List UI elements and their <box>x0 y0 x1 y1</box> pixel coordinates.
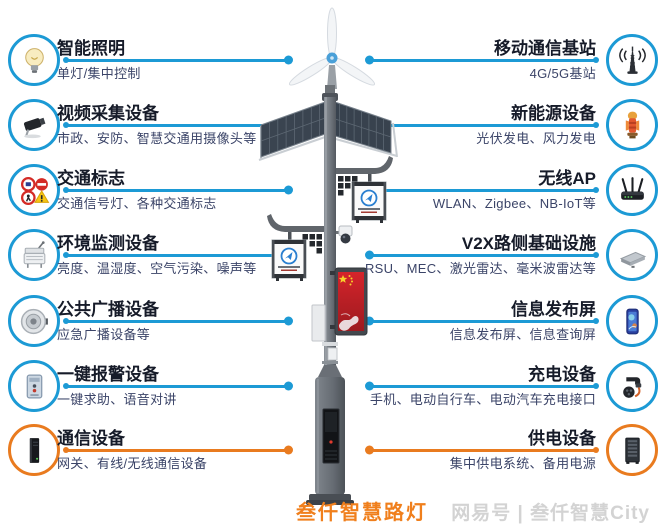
cctv-camera-icon <box>23 117 45 138</box>
side-equipment-box <box>311 304 326 342</box>
v2x-infrastructure-badge <box>606 229 658 281</box>
connector-line <box>64 188 290 192</box>
new-energy-icon <box>625 111 639 138</box>
feature-desc: 手机、电动自行车、电动汽车充电接口 <box>369 392 596 407</box>
dome-camera <box>336 225 353 244</box>
connector-line <box>64 58 290 62</box>
wind-turbine <box>288 7 376 101</box>
feature-desc: 集中供电系统、备用电源 <box>449 456 596 471</box>
new-energy-badge <box>606 99 658 151</box>
feature-title: 公共广播设备 <box>57 300 159 319</box>
feature-desc: 网关、有线/无线通信设备 <box>57 456 208 471</box>
feature-info-screen: 信息发布屏 信息发布屏、信息查询屏 <box>366 291 660 351</box>
feature-public-broadcast: 公共广播设备 应急广播设备等 <box>8 291 294 351</box>
feature-title: 交通标志 <box>57 169 125 188</box>
video-capture-badge <box>8 99 60 151</box>
feature-title: 通信设备 <box>57 429 125 448</box>
communication-badge <box>8 424 60 476</box>
traffic-signs-icon <box>20 176 49 205</box>
gateway-icon <box>29 437 39 463</box>
feature-title: 新能源设备 <box>511 104 596 123</box>
base-cabinet <box>306 365 354 505</box>
feature-desc: 应急广播设备等 <box>57 327 151 342</box>
connector-line <box>368 253 598 257</box>
feature-title: 一键报警设备 <box>57 365 159 384</box>
charging-gun-icon <box>622 376 641 398</box>
env-sensor-icon <box>23 240 45 268</box>
sos-alarm-badge <box>8 360 60 412</box>
pole-shaft <box>324 97 336 389</box>
watermark: 网易号 | 叁仟智慧City <box>451 503 650 524</box>
feature-video-capture: 视频采集设备 市政、安防、智慧交通用摄像头等 <box>8 95 294 155</box>
lidar-icon <box>619 251 646 268</box>
light-bulb-icon <box>24 47 44 73</box>
feature-sos-alarm: 一键报警设备 一键求助、语音对讲 <box>8 356 294 416</box>
connector-line <box>368 384 598 388</box>
public-broadcast-badge <box>8 295 60 347</box>
wireless-ap-badge <box>606 164 658 216</box>
feature-desc: 光伏发电、风力发电 <box>476 131 596 146</box>
info-screen-icon <box>625 308 639 334</box>
feature-desc: 市政、安防、智慧交通用摄像头等 <box>57 131 257 146</box>
feature-v2x-infrastructure: V2X路侧基础设施 RSU、MEC、激光雷达、毫米波雷达等 <box>364 225 660 285</box>
feature-desc: 亮度、温湿度、空气污染、噪声等 <box>57 261 257 276</box>
feature-desc: 交通信号灯、各种交通标志 <box>57 196 217 211</box>
connector-line <box>64 253 290 257</box>
connector-line <box>368 448 598 452</box>
feature-traffic-signs: 交通标志 交通信号灯、各种交通标志 <box>8 160 294 220</box>
status-led <box>329 440 333 444</box>
feature-desc: WLAN、Zigbee、NB-IoT等 <box>432 196 596 211</box>
flag-star <box>338 275 348 283</box>
connector-line <box>64 123 290 127</box>
base-station-icon <box>618 46 646 74</box>
charging-badge <box>606 360 658 412</box>
alarm-panel-icon <box>26 374 42 398</box>
mobile-base-station-badge <box>606 34 658 86</box>
feature-power-supply: 供电设备 集中供电系统、备用电源 <box>366 420 660 480</box>
feature-title: 信息发布屏 <box>511 300 596 319</box>
led-display-screen <box>330 267 368 336</box>
connector-line <box>64 319 290 323</box>
feature-wireless-ap: 无线AP WLAN、Zigbee、NB-IoT等 <box>366 160 660 220</box>
feature-mobile-base-station: 移动通信基站 4G/5G基站 <box>366 30 660 90</box>
feature-smart-lighting: 智能照明 单灯/集中控制 <box>8 30 294 90</box>
smart-lighting-badge <box>8 34 60 86</box>
feature-title: 智能照明 <box>57 39 125 58</box>
feature-desc: 信息发布屏、信息查询屏 <box>449 327 596 342</box>
connector-line <box>368 319 598 323</box>
feature-desc: 单灯/集中控制 <box>57 66 141 81</box>
connector-line <box>368 123 598 127</box>
feature-desc: 一键求助、语音对讲 <box>57 392 177 407</box>
connector-line <box>368 58 598 62</box>
wifi-router-icon <box>620 176 644 200</box>
feature-communication: 通信设备 网关、有线/无线通信设备 <box>8 420 294 480</box>
speaker-icon <box>20 308 48 334</box>
feature-desc: 4G/5G基站 <box>529 66 596 81</box>
power-cabinet-icon <box>624 437 640 464</box>
figure-caption: 叁仟智慧路灯 <box>296 502 428 524</box>
feature-title: 移动通信基站 <box>494 39 596 58</box>
feature-desc: RSU、MEC、激光雷达、毫米波雷达等 <box>364 261 596 276</box>
feature-title: 无线AP <box>538 169 596 188</box>
connector-line <box>64 448 290 452</box>
feature-charging: 充电设备 手机、电动自行车、电动汽车充电接口 <box>366 356 660 416</box>
power-supply-badge <box>606 424 658 476</box>
feature-title: 环境监测设备 <box>57 234 159 253</box>
traffic-signs-badge <box>8 164 60 216</box>
feature-env-monitoring: 环境监测设备 亮度、温湿度、空气污染、噪声等 <box>8 225 294 285</box>
connector-line <box>64 384 290 388</box>
feature-new-energy: 新能源设备 光伏发电、风力发电 <box>366 95 660 155</box>
feature-title: 视频采集设备 <box>57 104 159 123</box>
info-screen-badge <box>606 295 658 347</box>
env-monitoring-badge <box>8 229 60 281</box>
feature-title: V2X路侧基础设施 <box>461 234 596 253</box>
connector-line <box>368 188 598 192</box>
feature-title: 供电设备 <box>528 429 596 448</box>
feature-title: 充电设备 <box>528 365 596 384</box>
